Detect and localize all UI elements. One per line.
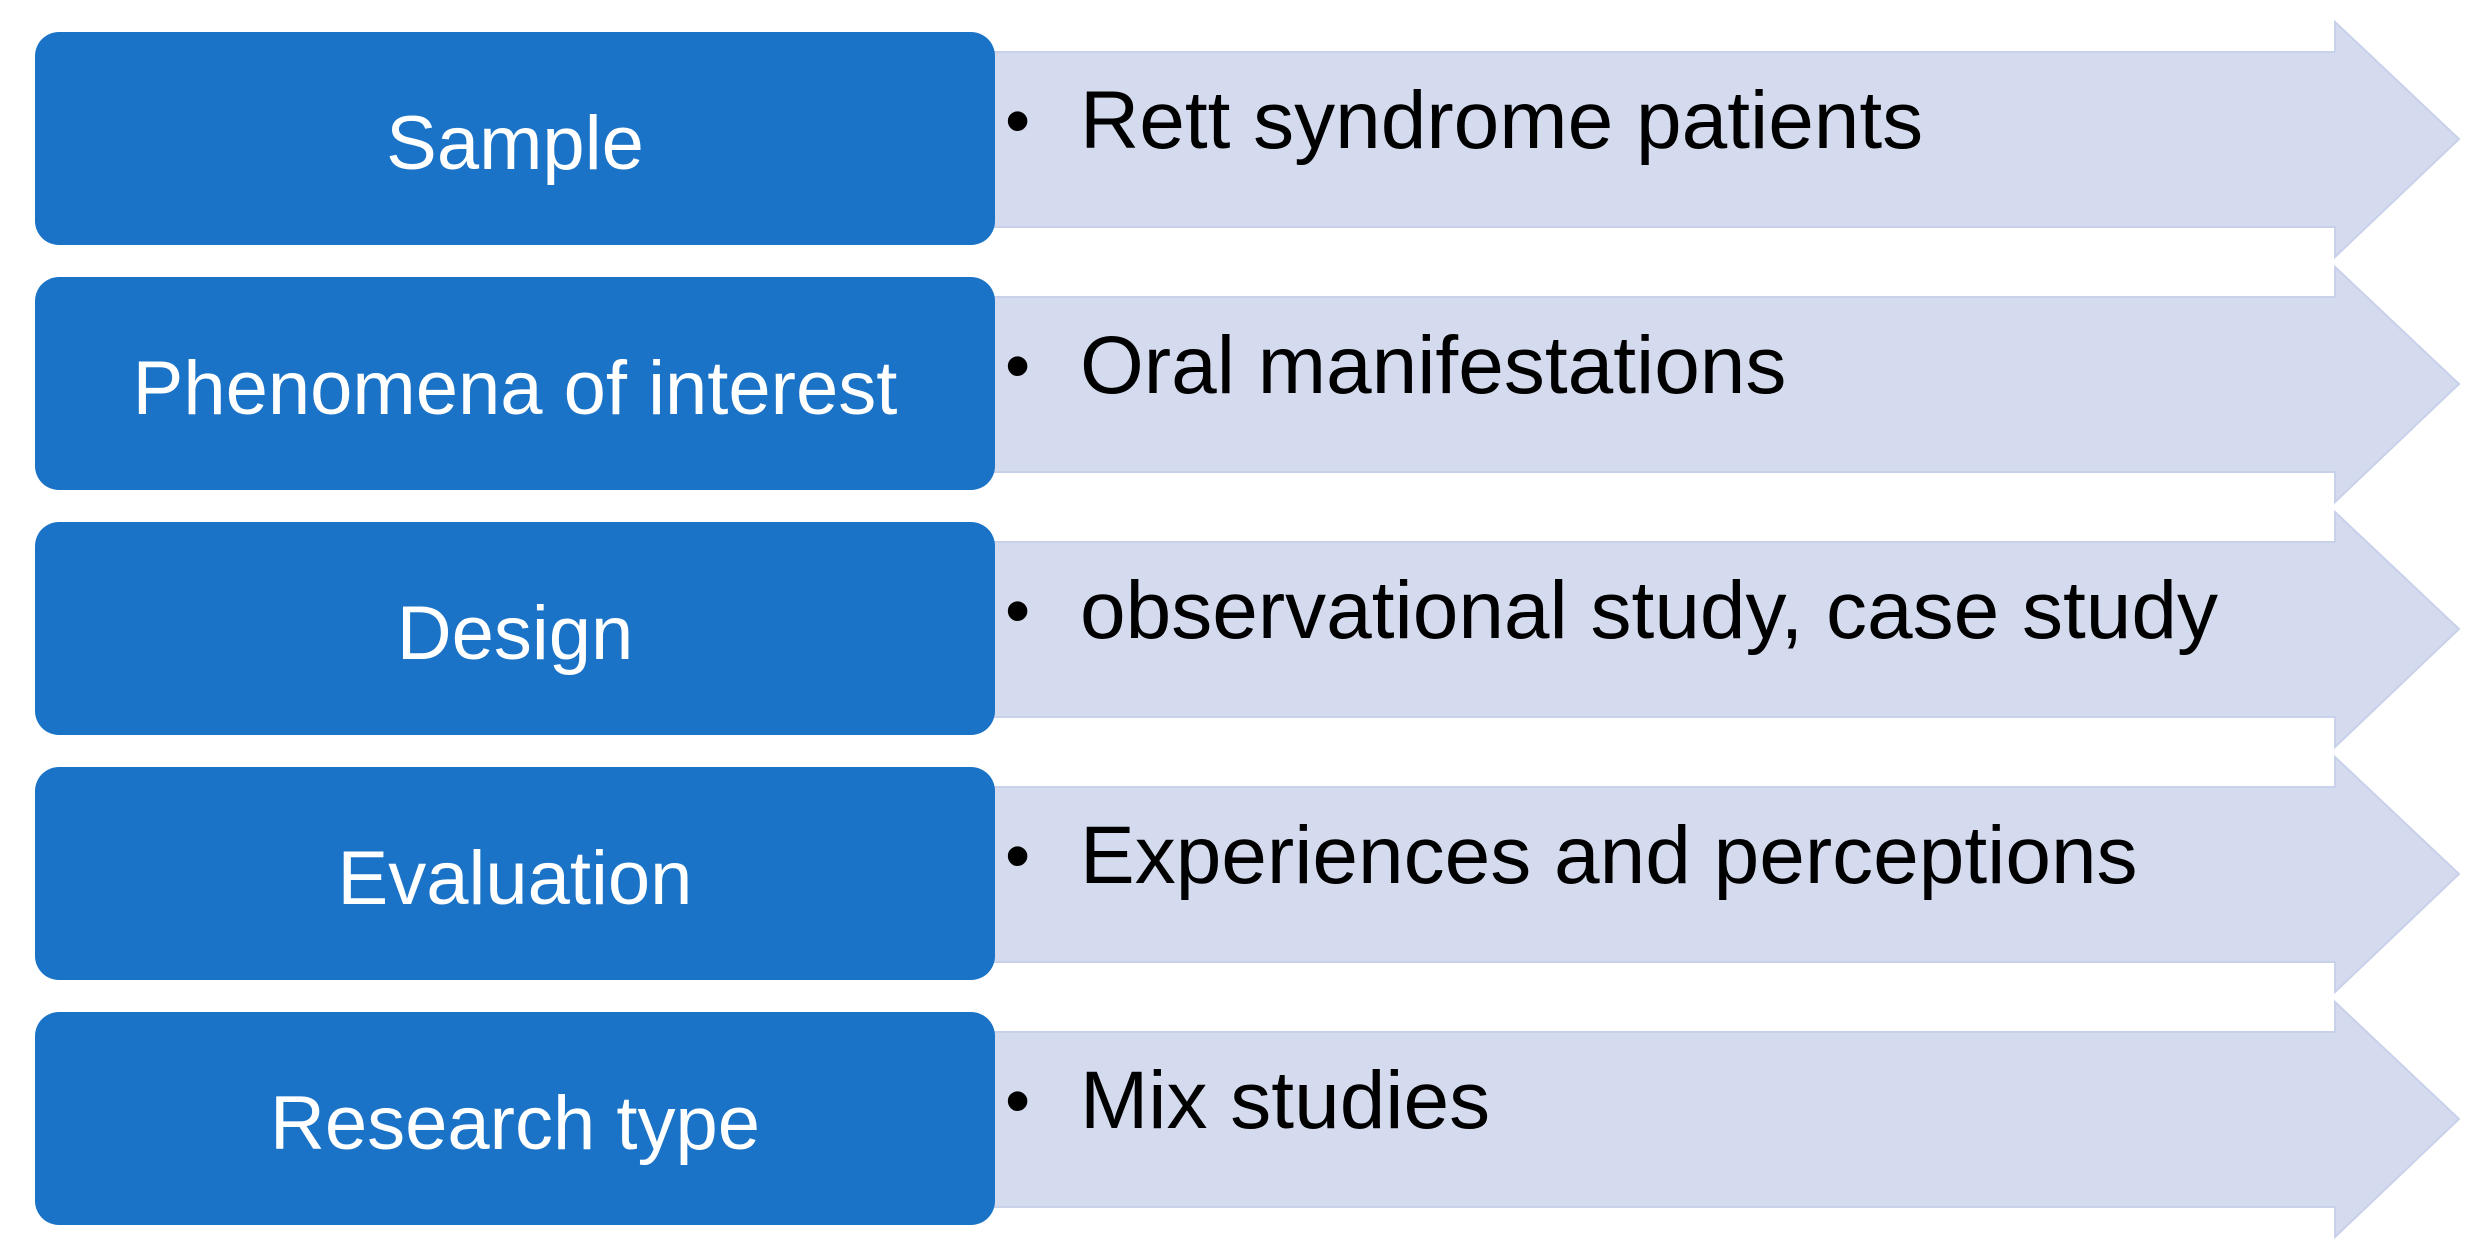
label-box: Design [35, 522, 995, 735]
detail-text: Rett syndrome patients [1080, 75, 1924, 166]
arrow-shape [985, 999, 2461, 1240]
bullet-icon: • [1005, 816, 1031, 896]
detail-item: • Rett syndrome patients [1005, 74, 1923, 168]
arrow-shape [985, 264, 2461, 505]
arrow-shape [985, 19, 2461, 260]
row-design: Design • observational study, case study [0, 509, 2475, 750]
row-phenomena-of-interest: Phenomena of interest • Oral manifestati… [0, 264, 2475, 505]
detail-text: Mix studies [1080, 1055, 1491, 1146]
bullet-icon: • [1005, 326, 1031, 406]
label-text: Design [396, 591, 634, 676]
label-text: Sample [386, 101, 644, 186]
detail-text: Experiences and perceptions [1080, 810, 2138, 901]
arrow-shape [985, 509, 2461, 750]
row-research-type: Research type • Mix studies [0, 999, 2475, 1240]
bullet-icon: • [1005, 1061, 1031, 1141]
detail-item: • Oral manifestations [1005, 319, 1786, 413]
bullet-icon: • [1005, 81, 1031, 161]
row-sample: Sample • Rett syndrome patients [0, 19, 2475, 260]
label-box: Research type [35, 1012, 995, 1225]
row-evaluation: Evaluation • Experiences and perceptions [0, 754, 2475, 995]
detail-item: • observational study, case study [1005, 564, 2218, 658]
detail-text: Oral manifestations [1080, 320, 1787, 411]
arrow-shape [985, 754, 2461, 995]
detail-text: observational study, case study [1080, 565, 2218, 656]
label-box: Phenomena of interest [35, 277, 995, 490]
bullet-icon: • [1005, 571, 1031, 651]
label-text: Research type [269, 1081, 761, 1166]
detail-item: • Experiences and perceptions [1005, 809, 2138, 903]
label-box: Evaluation [35, 767, 995, 980]
label-text: Phenomena of interest [132, 346, 898, 431]
label-text: Evaluation [337, 836, 693, 921]
label-box: Sample [35, 32, 995, 245]
detail-item: • Mix studies [1005, 1054, 1490, 1148]
